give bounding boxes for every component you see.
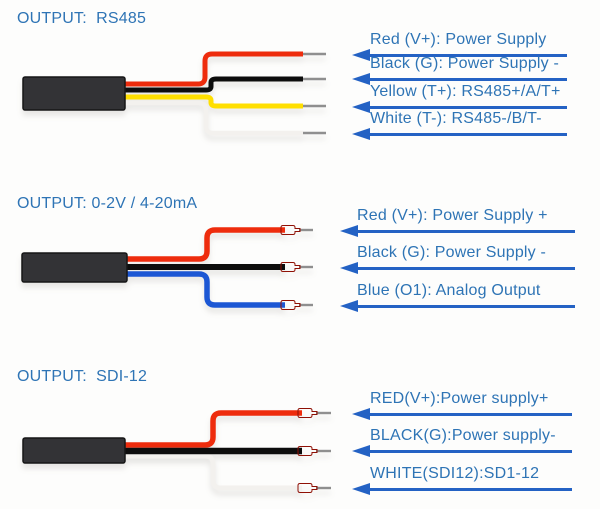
wire-label: BLACK(G):Power supply- <box>370 427 556 444</box>
ferrule-terminal <box>297 446 318 456</box>
left-arrow-icon <box>352 408 572 420</box>
section-title: OUTPUT: SDI-12 <box>17 368 148 385</box>
section-rs485: OUTPUT: RS485 Red (V+): Power Supply Bla… <box>0 0 600 180</box>
blue-wire <box>120 271 285 308</box>
cable-drawing-sdi12 <box>22 408 331 493</box>
ferrule-terminal <box>280 300 301 310</box>
white-wire <box>120 453 302 491</box>
section-title: OUTPUT: 0-2V / 4-20mA <box>17 195 198 212</box>
ferrule-terminal <box>280 225 301 235</box>
cable-connector <box>22 76 126 111</box>
wire-label-row: Blue (O1): Analog Output <box>340 282 575 312</box>
cable-drawing-analog <box>21 225 313 310</box>
wire-label-row: BLACK(G):Power supply- <box>352 427 572 457</box>
wire-label-row: Black (G): Power Supply - <box>340 244 575 274</box>
wire-label-row: Yellow (T+): RS485+/A/T+ <box>352 83 567 113</box>
wire-label: Red (V+): Power Supply + <box>357 207 548 224</box>
ferrule-terminal <box>297 408 318 418</box>
ferrule-terminal <box>280 262 301 272</box>
yellow-wire <box>120 94 303 109</box>
wire-label-row: RED(V+):Power supply+ <box>352 390 572 420</box>
left-arrow-icon <box>352 483 572 495</box>
wire-label-row: White (T-): RS485-/B/T- <box>352 110 567 140</box>
wire-label-row: WHITE(SDI12):SD1-12 <box>352 465 572 495</box>
wire-label-row: Black (G): Power Supply - <box>352 55 567 85</box>
wire-label: RED(V+):Power supply+ <box>370 390 549 407</box>
section-analog-output: OUTPUT: 0-2V / 4-20mA Red (V+): Power Su… <box>0 180 600 355</box>
wire-label: White (T-): RS485-/B/T- <box>370 110 542 127</box>
left-arrow-icon <box>352 445 572 457</box>
wire-label-row: Red (V+): Power Supply + <box>340 207 575 237</box>
cable-connector <box>21 252 128 283</box>
left-arrow-icon <box>340 300 575 312</box>
black-wire <box>120 76 303 93</box>
left-arrow-icon <box>352 49 567 61</box>
wire-label: Blue (O1): Analog Output <box>357 282 541 299</box>
wire-label: Yellow (T+): RS485+/A/T+ <box>370 83 561 100</box>
left-arrow-icon <box>352 73 567 85</box>
red-wire <box>120 410 302 448</box>
wire-label: Red (V+): Power Supply <box>370 31 547 48</box>
section-sdi12: OUTPUT: SDI-12 RED(V+):Power supply+ BLA… <box>0 355 600 509</box>
left-arrow-icon <box>352 128 567 140</box>
white-wire <box>120 100 303 136</box>
cable-drawing-rs485 <box>22 51 326 136</box>
wire-label-row: Red (V+): Power Supply <box>352 31 567 61</box>
wire-label: Black (G): Power Supply - <box>370 55 560 72</box>
left-arrow-icon <box>340 225 575 237</box>
wire-label: Black (G): Power Supply - <box>357 244 547 261</box>
wire-label: WHITE(SDI12):SD1-12 <box>370 465 540 482</box>
left-arrow-icon <box>340 262 575 274</box>
section-title: OUTPUT: RS485 <box>17 10 147 27</box>
left-arrow-icon <box>352 101 567 113</box>
ferrule-terminal <box>297 483 318 493</box>
red-wire <box>120 227 285 262</box>
cable-connector <box>22 437 126 464</box>
red-wire <box>120 51 303 87</box>
